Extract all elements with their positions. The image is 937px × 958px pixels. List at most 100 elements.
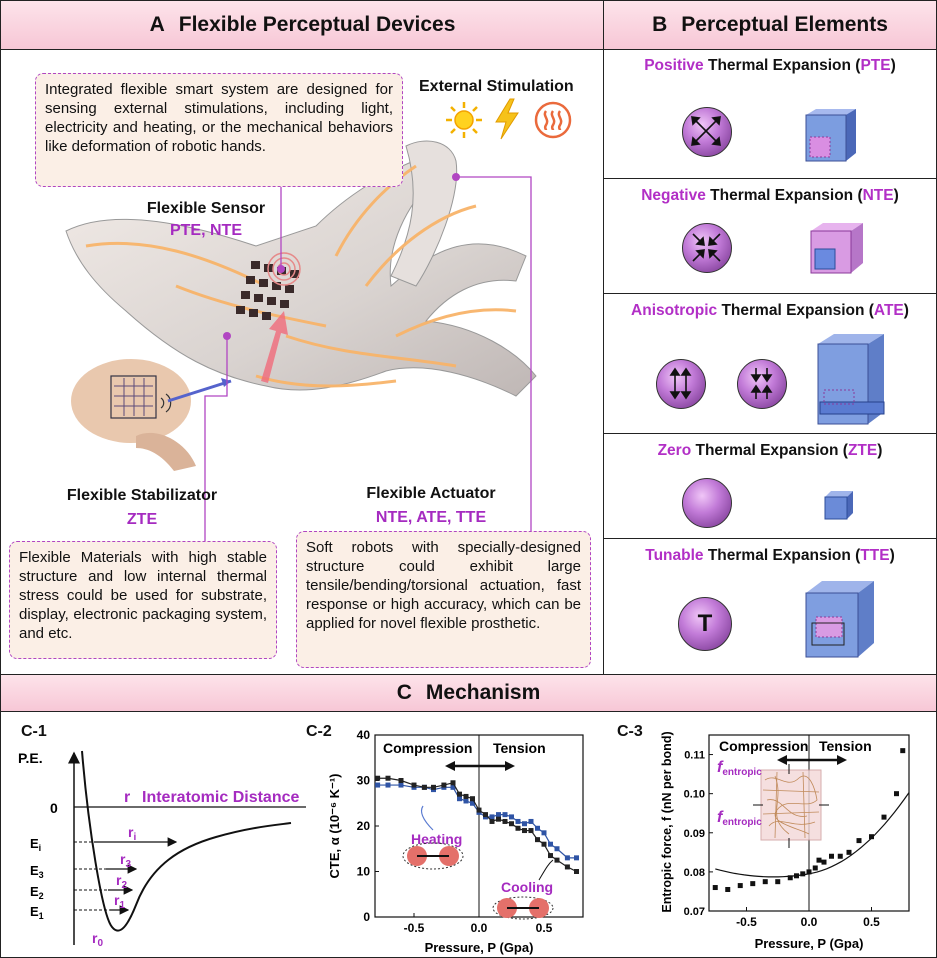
c3-fit-curve <box>715 792 910 878</box>
c2-data-point <box>483 812 488 818</box>
c2-data-point <box>385 775 391 781</box>
c3-data-point <box>775 879 781 885</box>
c2-data-point <box>535 837 540 843</box>
hand-photo-inset <box>71 359 232 471</box>
c2-data-point <box>502 818 508 824</box>
c3-ytick-label: 0.11 <box>684 750 705 762</box>
c1-radius-r2: r2 <box>116 872 127 891</box>
c2-data-point <box>554 846 560 852</box>
c3-data-point <box>725 886 731 892</box>
panel-b-letter: B <box>652 13 668 36</box>
c2-data-point <box>431 784 436 790</box>
c2-data-point <box>385 782 391 788</box>
c2-ytick-label: 10 <box>357 865 371 879</box>
c3-data-point <box>787 875 793 881</box>
c3-data-point <box>894 791 899 797</box>
c2-data-point <box>541 841 547 847</box>
c2-xtick-label: -0.5 <box>404 921 425 935</box>
c1-level-e1: E1 <box>30 904 44 921</box>
tte-cube-icon <box>805 581 874 658</box>
c1-ylabel: P.E. <box>18 750 43 766</box>
sensor-types: PTE, NTE <box>169 222 242 239</box>
c2-data-point <box>457 791 462 797</box>
sun-icon <box>446 102 482 138</box>
c2-data-point <box>564 864 570 870</box>
c3-tension: Tension <box>819 738 872 754</box>
panel-b-title: Perceptual Elements <box>681 13 888 36</box>
c2-data-point <box>496 816 501 822</box>
c2-tension: Tension <box>493 740 546 756</box>
c1-radius-r3: r3 <box>120 851 131 870</box>
panel-c-title: Mechanism <box>425 681 541 704</box>
tte-title: Tunable Thermal Expansion (TTE) <box>645 547 895 564</box>
c2-data-point <box>528 828 534 834</box>
c2-data-point <box>502 812 508 818</box>
c2-data-point <box>509 814 514 820</box>
pte-title: Positive Thermal Expansion (PTE) <box>644 57 896 74</box>
c2-ylabel: CTE, α (10⁻⁶ K⁻¹) <box>327 774 342 879</box>
c1-level-e2: E2 <box>30 884 44 901</box>
nte-title: Negative Thermal Expansion (NTE) <box>641 187 899 204</box>
c3-tag: C-3 <box>617 723 643 740</box>
stabilizator-note: Flexible Materials with high stable stru… <box>9 541 277 659</box>
tunable-symbol: T <box>697 610 713 637</box>
c1-level-ei: Ei <box>30 836 41 853</box>
stimulus-arrow <box>261 311 288 383</box>
polymer-network-inset <box>753 764 829 848</box>
expanding-sphere-icon <box>682 107 732 157</box>
cooling-molecule-icon <box>492 896 554 920</box>
c2-data-point <box>535 825 540 831</box>
c3-data-point <box>816 857 822 863</box>
pte-row: Positive Thermal Expansion (PTE) <box>604 49 936 179</box>
panel-a: A Flexible Perceptual Devices <box>0 0 605 676</box>
c2-tag: C-2 <box>306 723 332 740</box>
anisotropic-sphere-compress-icon <box>737 359 787 409</box>
c2-ytick-label: 20 <box>357 819 371 833</box>
nte-row: Negative Thermal Expansion (NTE) <box>604 179 936 294</box>
c2-data-point <box>398 782 404 788</box>
c3-data-point <box>829 853 834 859</box>
c2-data-point <box>489 814 495 820</box>
c3-ytick-label: 0.09 <box>684 828 705 840</box>
c2-data-point <box>457 796 462 802</box>
c3-data-point <box>812 865 818 871</box>
c3-data-point <box>846 849 852 855</box>
c3-xtick-label: -0.5 <box>736 915 757 929</box>
c3-data-point <box>869 834 874 840</box>
flexible-hand-illustration <box>65 140 537 471</box>
c2-data-point <box>450 780 456 786</box>
c1-radius-ri: ri <box>128 824 136 843</box>
c3-data-point <box>881 814 887 820</box>
c1-r-desc: Interatomic Distance <box>142 789 299 806</box>
anisotropic-sphere-expand-icon <box>656 359 706 409</box>
ate-row: Anisotropic Thermal Expansion (ATE) <box>604 294 936 434</box>
nte-cube-icon <box>810 223 863 274</box>
sensor-label: Flexible Sensor <box>146 200 266 217</box>
actuator-types: NTE, ATE, TTE <box>375 509 487 526</box>
tte-row: Tunable Thermal Expansion (TTE) T <box>604 539 936 677</box>
actuator-note: Soft robots with specially-designed stru… <box>296 531 591 668</box>
c1-level-e3: E3 <box>30 863 44 880</box>
heating-molecule-icon <box>402 842 464 870</box>
c2-data-point <box>554 857 560 863</box>
c2-data-point <box>375 775 381 781</box>
c3-ytick-label: 0.08 <box>684 867 705 879</box>
c2-data-point <box>489 818 495 824</box>
c2-data-point <box>564 855 570 861</box>
c2-data-point <box>548 841 553 847</box>
panel-a-header: A Flexible Perceptual Devices <box>1 1 604 50</box>
c2-data-point <box>574 855 579 861</box>
pte-cube-icon <box>805 109 856 162</box>
zte-title: Zero Thermal Expansion (ZTE) <box>657 442 883 459</box>
c3-xlabel: Pressure, P (Gpa) <box>755 936 864 951</box>
panel-a-title: Flexible Perceptual Devices <box>178 13 456 36</box>
c2-heating: Heating <box>411 831 462 847</box>
panel-b: B Perceptual Elements Positive Thermal E… <box>603 0 937 676</box>
c2-data-point <box>421 784 427 790</box>
panel-c-letter: C <box>396 681 412 704</box>
tunable-sphere-icon: T <box>678 597 732 651</box>
external-stimulation-label: External Stimulation <box>419 78 574 95</box>
c3-ytick-label: 0.07 <box>684 906 705 918</box>
hand-finger <box>390 140 458 287</box>
c2-data-point <box>509 821 514 827</box>
